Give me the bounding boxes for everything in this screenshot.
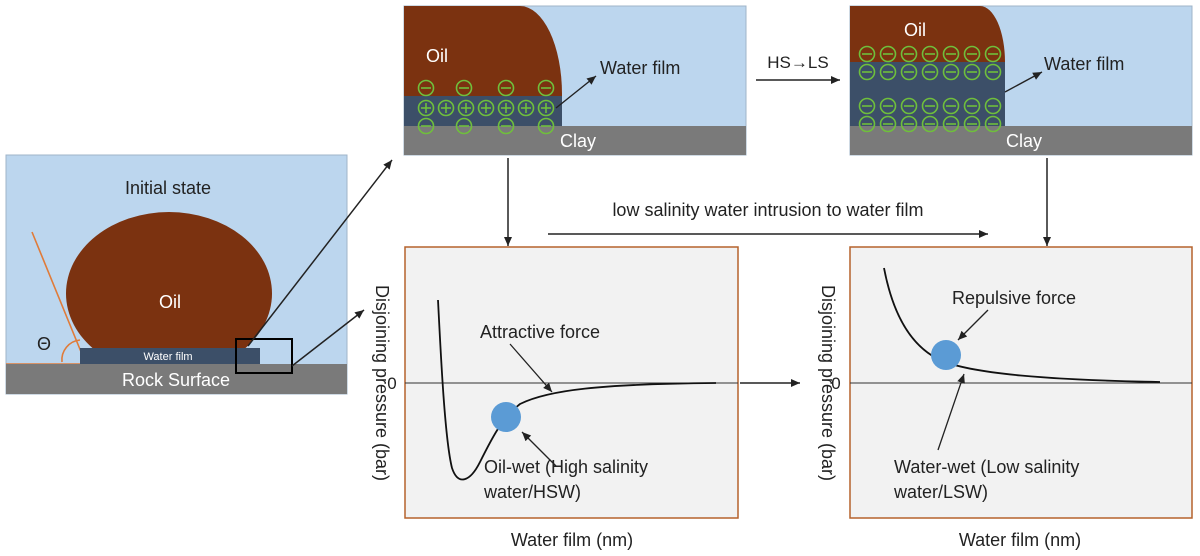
arrow-initial-to-left-plot — [291, 309, 365, 367]
initial-zoom-box — [235, 338, 293, 374]
negative-ion-icon — [900, 97, 918, 115]
positive-ion-icon — [457, 99, 475, 117]
left-force-pointer — [509, 343, 553, 393]
positive-ion-icon — [517, 99, 535, 117]
left-state-label-line1: Oil-wet (High salinity — [484, 457, 648, 477]
initial-water-film — [80, 348, 260, 364]
negative-ion-icon — [858, 45, 876, 63]
right-force-pointer — [957, 309, 989, 341]
negative-ion-icon — [455, 117, 473, 135]
right-force-label: Repulsive force — [952, 288, 1076, 308]
right-state-label-line1: Water-wet (Low salinity — [894, 457, 1079, 477]
hs-charge-layer — [417, 79, 555, 135]
right-plot: 0 Disjoining pressure (bar) Water film (… — [818, 246, 1193, 550]
negative-ion-icon — [879, 115, 897, 133]
left-plot-state-marker — [491, 402, 521, 432]
ls-oil-label: Oil — [904, 20, 926, 40]
negative-ion-icon — [984, 115, 1002, 133]
ls-clay-label: Clay — [1006, 131, 1042, 151]
negative-ion-icon — [858, 63, 876, 81]
left-plot-ylabel: Disjoining pressure (bar) — [372, 285, 392, 481]
right-plot-xlabel: Water film (nm) — [959, 530, 1081, 550]
positive-ion-icon — [537, 99, 555, 117]
negative-ion-icon — [417, 117, 435, 135]
initial-rock-surface-label: Rock Surface — [122, 370, 230, 390]
negative-ion-icon — [858, 97, 876, 115]
initial-contact-angle-line — [31, 231, 87, 365]
negative-ion-icon — [984, 45, 1002, 63]
negative-ion-icon — [921, 45, 939, 63]
negative-ion-icon — [497, 79, 515, 97]
negative-ion-icon — [900, 115, 918, 133]
negative-ion-icon — [963, 97, 981, 115]
initial-oil-label: Oil — [159, 292, 181, 312]
right-plot-ylabel: Disjoining pressure (bar) — [818, 285, 838, 481]
arrow-ls-water-film-pointer — [1004, 71, 1043, 93]
right-plot-state-marker — [931, 340, 961, 370]
positive-ion-icon — [477, 99, 495, 117]
initial-contact-angle-arc — [61, 339, 81, 363]
negative-ion-icon — [942, 45, 960, 63]
left-plot-curve — [437, 299, 717, 481]
hs-oil-region — [404, 6, 562, 96]
connector-arrows: HS→LS low salinity water intrusion to wa… — [247, 53, 1051, 387]
arrow-hs-water-film-pointer — [555, 75, 597, 109]
negative-ion-icon — [417, 79, 435, 97]
left-plot-xlabel: Water film (nm) — [511, 530, 633, 550]
negative-ion-icon — [984, 63, 1002, 81]
negative-ion-icon — [497, 117, 515, 135]
initial-rock-surface — [6, 364, 347, 394]
left-force-label: Attractive force — [480, 322, 600, 342]
negative-ion-icon — [455, 79, 473, 97]
left-state-pointer — [521, 431, 557, 467]
negative-ion-icon — [537, 79, 555, 97]
ls-charge-layer — [858, 45, 1002, 133]
right-state-pointer — [937, 373, 965, 451]
initial-oil-droplet — [66, 212, 272, 375]
hs-water-film-label: Water film — [600, 58, 680, 78]
initial-state-panel: Initial state Oil Water film Rock Surfac… — [5, 154, 348, 395]
left-state-label-line2: water/HSW) — [483, 482, 581, 502]
right-plot-zero-label: 0 — [831, 374, 840, 393]
arrow-initial-to-hs-panel — [247, 159, 393, 347]
left-plot-zero-label: 0 — [387, 374, 396, 393]
negative-ion-icon — [537, 117, 555, 135]
negative-ion-icon — [942, 63, 960, 81]
negative-ion-icon — [984, 97, 1002, 115]
hs-clay — [404, 126, 746, 155]
right-state-label-line2: water/LSW) — [893, 482, 988, 502]
negative-ion-icon — [921, 97, 939, 115]
contact-angle-symbol: Θ — [37, 334, 51, 354]
negative-ion-icon — [879, 97, 897, 115]
negative-ion-icon — [900, 63, 918, 81]
negative-ion-icon — [921, 63, 939, 81]
negative-ion-icon — [963, 63, 981, 81]
initial-water-film-label: Water film — [143, 351, 192, 363]
hs-clay-label: Clay — [560, 131, 596, 151]
negative-ion-icon — [921, 115, 939, 133]
positive-ion-icon — [417, 99, 435, 117]
negative-ion-icon — [858, 115, 876, 133]
ls-film-panel: Oil Water film Clay — [849, 5, 1193, 156]
negative-ion-icon — [942, 115, 960, 133]
negative-ion-icon — [879, 63, 897, 81]
transition-label: HS→LS — [767, 53, 828, 72]
negative-ion-icon — [942, 97, 960, 115]
ls-water-film-label: Water film — [1044, 54, 1124, 74]
negative-ion-icon — [900, 45, 918, 63]
intrusion-label: low salinity water intrusion to water fi… — [612, 200, 923, 220]
ls-oil-region — [850, 6, 1005, 62]
hs-oil-label: Oil — [426, 46, 448, 66]
hs-film-panel: Oil Water film Clay — [403, 5, 747, 156]
negative-ion-icon — [963, 45, 981, 63]
positive-ion-icon — [437, 99, 455, 117]
negative-ion-icon — [963, 115, 981, 133]
left-plot: 0 Disjoining pressure (bar) Water film (… — [372, 246, 739, 550]
positive-ion-icon — [497, 99, 515, 117]
negative-ion-icon — [879, 45, 897, 63]
initial-state-title: Initial state — [125, 178, 211, 198]
